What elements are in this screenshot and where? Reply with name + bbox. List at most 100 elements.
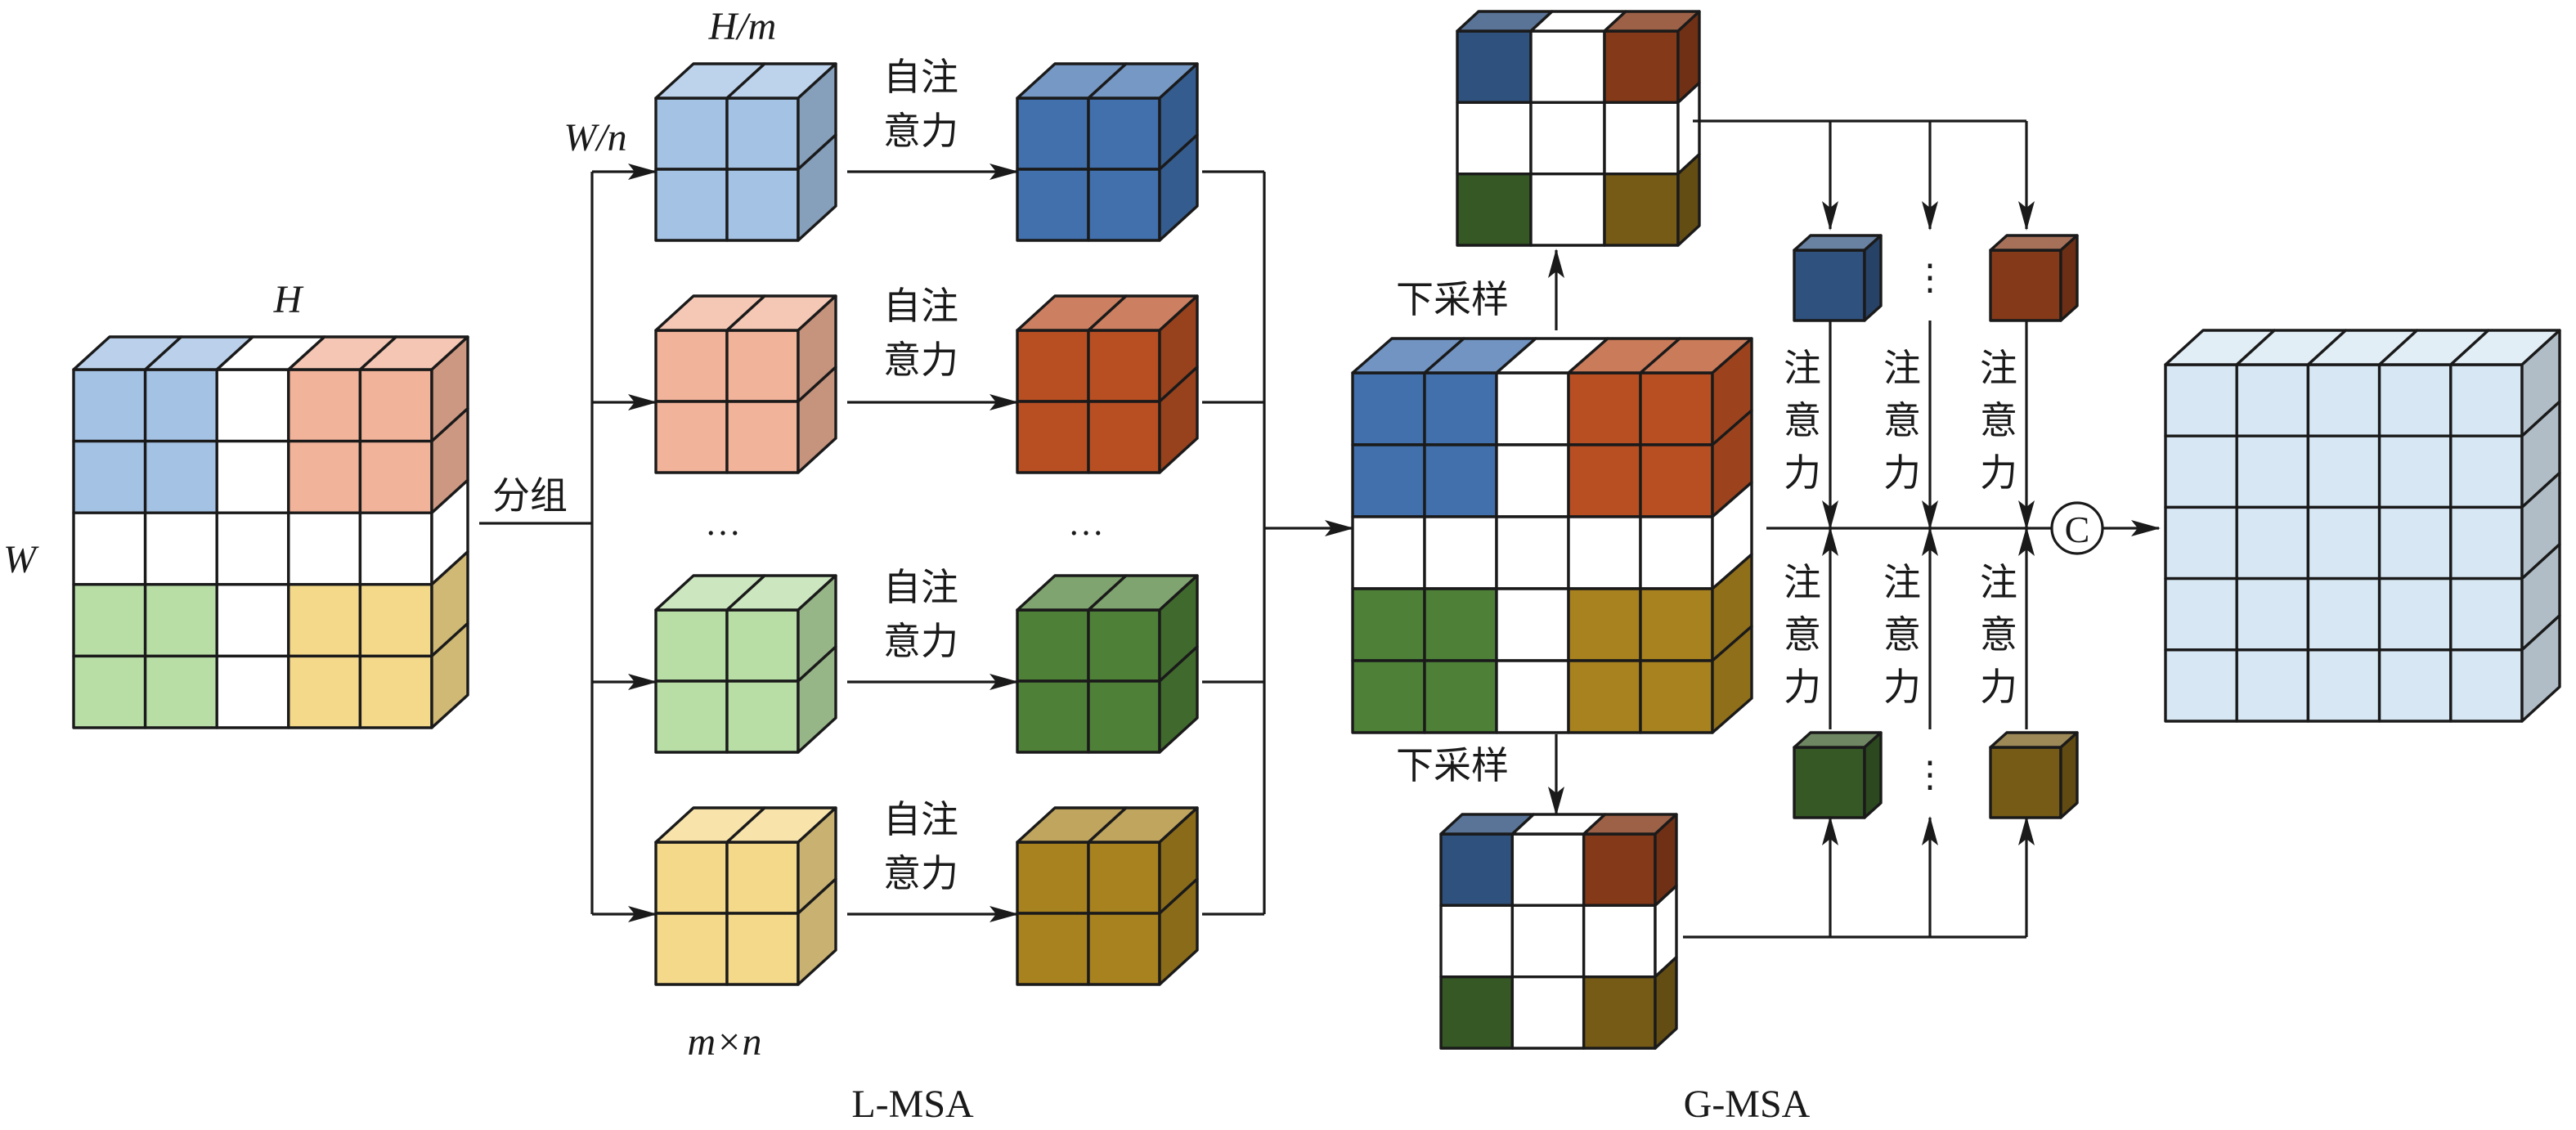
- front-cell: [2306, 434, 2381, 509]
- front-cell: [1603, 29, 1680, 105]
- attn-top-2-a: 注: [1883, 346, 1921, 390]
- front-cell: [1351, 659, 1426, 734]
- front-cell: [1582, 904, 1657, 979]
- front-cell: [2235, 505, 2310, 581]
- attended-window-cube-olive: [1016, 806, 1199, 986]
- label-input-width: W: [3, 538, 39, 581]
- concat-symbol: C: [2065, 509, 2090, 550]
- section-label-local: L-MSA: [851, 1083, 974, 1126]
- front-cell: [1582, 975, 1657, 1050]
- label-self-attn-3a: 自注: [883, 565, 958, 609]
- window-cube-green: [654, 574, 837, 754]
- side-cell: [1158, 133, 1199, 242]
- front-cell: [1351, 371, 1426, 446]
- attended-window-cube-blue: [1016, 62, 1199, 242]
- front-cell: [143, 511, 218, 586]
- front-cell: [725, 96, 800, 171]
- front-cell: [654, 329, 729, 403]
- front-cell: [1495, 515, 1570, 590]
- front-cell: [725, 168, 800, 242]
- side-cell: [797, 877, 837, 986]
- front-cell: [1529, 101, 1606, 176]
- front-cell: [1639, 371, 1714, 446]
- attn-bot-2-c: 力: [1883, 665, 1921, 709]
- side-cell: [1158, 645, 1199, 754]
- side-cell: [1158, 877, 1199, 986]
- front-cell: [654, 168, 729, 242]
- front-cell: [1016, 912, 1090, 986]
- front-cell: [358, 439, 433, 514]
- attn-top-2-c: 力: [1883, 451, 1921, 495]
- attn-top-3-c: 力: [1980, 451, 2017, 495]
- side-cell: [797, 645, 837, 754]
- concat-operator: C: [2050, 501, 2104, 555]
- attn-bot-1-b: 意: [1784, 612, 1821, 657]
- front-cell: [2164, 434, 2238, 509]
- front-cell: [654, 96, 729, 171]
- front-cell: [215, 511, 290, 586]
- front-cell: [1639, 659, 1714, 734]
- downsampled-cube-bottom: [1439, 813, 1678, 1050]
- front-cell: [654, 841, 729, 915]
- front-cell: [1351, 587, 1426, 662]
- attn-bot-3-c: 力: [1980, 665, 2017, 709]
- side-cell: [1863, 731, 1883, 819]
- label-self-attn-1b: 意力: [883, 109, 958, 153]
- concat-circle: [2050, 501, 2104, 555]
- front-cell: [1087, 400, 1161, 474]
- token-cube-olive: [1989, 731, 2079, 819]
- attn-top-2-b: 意: [1883, 398, 1921, 442]
- front-cell: [1639, 587, 1714, 662]
- front-cell: [1495, 587, 1570, 662]
- front-cell: [2449, 434, 2524, 509]
- front-cell: [2306, 648, 2381, 723]
- front-cell: [1567, 659, 1642, 734]
- merged-local-feature-cube: [1351, 337, 1753, 734]
- front-cell: [1510, 975, 1586, 1050]
- front-cell: [2164, 505, 2238, 581]
- front-cell: [287, 439, 362, 514]
- front-cell: [2235, 576, 2310, 652]
- front-cell: [72, 583, 147, 658]
- front-cell: [358, 654, 433, 729]
- front-cell: [1087, 912, 1161, 986]
- front-cell: [1087, 168, 1161, 242]
- front-cell: [1351, 515, 1426, 590]
- attn-bot-2-a: 注: [1883, 560, 1921, 604]
- attn-top-3-a: 注: [1980, 346, 2017, 390]
- front-cell: [2449, 576, 2524, 652]
- front-cell: [1529, 172, 1606, 247]
- side-cell: [1654, 955, 1678, 1050]
- label-group: 分组: [492, 473, 568, 518]
- front-cell: [725, 608, 800, 683]
- front-cell: [1582, 832, 1657, 908]
- front-cell: [1087, 608, 1161, 683]
- front-cell: [143, 583, 218, 658]
- front-cell: [1016, 168, 1090, 242]
- side-cell: [1863, 234, 1883, 322]
- attn-bot-3-b: 意: [1980, 612, 2017, 657]
- front-cell: [1087, 841, 1161, 915]
- downsampled-cube-top: [1456, 10, 1701, 247]
- front-cell: [358, 368, 433, 443]
- attn-bot-3-a: 注: [1980, 560, 2017, 604]
- front-cell: [72, 511, 147, 586]
- front-cell: [1016, 400, 1090, 474]
- front-cell: [2306, 505, 2381, 581]
- ellipsis-tokens-top: ⋮: [1912, 258, 1948, 298]
- front-cell: [1423, 587, 1498, 662]
- front-cell: [215, 583, 290, 658]
- label-self-attn-2b: 意力: [883, 338, 958, 382]
- front-cell: [1351, 443, 1426, 518]
- front-cell: [72, 654, 147, 729]
- front-cell: [2164, 648, 2238, 723]
- front-cell: [1567, 515, 1642, 590]
- front-cell: [287, 654, 362, 729]
- front-cell: [2164, 576, 2238, 652]
- label-self-attn-4b: 意力: [883, 851, 958, 895]
- front-cell: [725, 329, 800, 403]
- front-cell: [2235, 363, 2310, 437]
- front-cell: [1456, 29, 1533, 105]
